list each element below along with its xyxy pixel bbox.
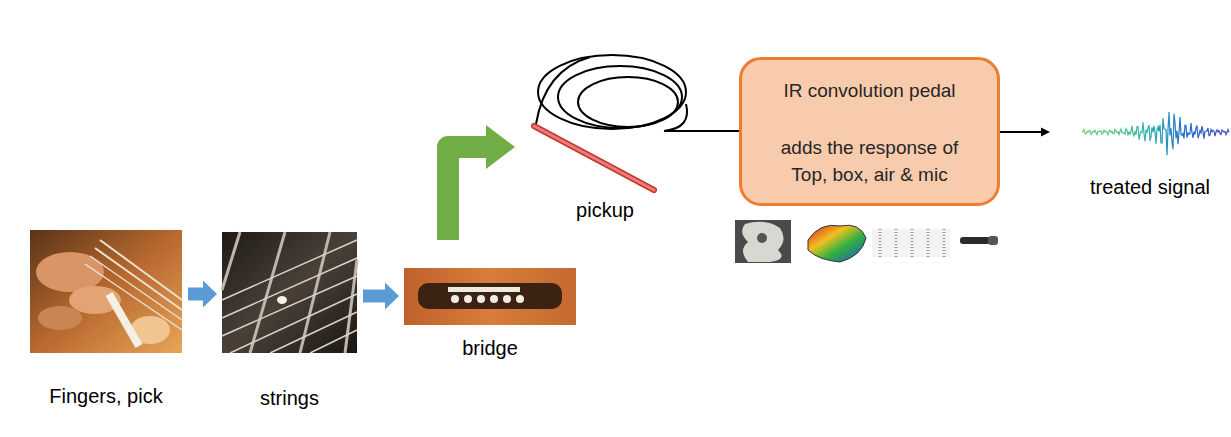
arrowhead xyxy=(385,283,399,310)
noise-ground xyxy=(872,229,950,257)
connector xyxy=(363,283,399,310)
fret-line xyxy=(222,232,240,290)
picture-node: bridge xyxy=(404,268,576,360)
connector-shaft xyxy=(1000,131,1042,133)
picture-node: pickup xyxy=(530,55,664,222)
box-title: IR convolution pedal xyxy=(767,77,972,104)
connector-shaft xyxy=(448,147,487,240)
cable-coil xyxy=(538,55,686,129)
connector xyxy=(188,281,217,308)
guitar-top-shape xyxy=(742,222,783,262)
string-line xyxy=(90,256,182,320)
pickup-bar xyxy=(534,126,654,190)
cable-tail xyxy=(664,104,687,131)
photo-ground xyxy=(222,232,357,353)
bridge-shape xyxy=(418,283,562,309)
cable-coil xyxy=(578,77,678,127)
strings-photo xyxy=(222,232,357,353)
fingers-photo xyxy=(30,230,182,353)
caption: treated signal xyxy=(1090,175,1210,199)
pickup-drawing xyxy=(534,55,687,190)
bridge-pin xyxy=(503,295,511,303)
cable-wire xyxy=(536,57,590,124)
bridge-photo xyxy=(404,268,576,325)
caption: bridge xyxy=(462,336,518,360)
string-line xyxy=(230,294,357,353)
bridge-pin xyxy=(464,295,472,303)
connector-shaft xyxy=(188,288,204,301)
cable-coil xyxy=(558,66,682,128)
string-line xyxy=(222,276,357,336)
saddle-shape xyxy=(448,287,520,292)
arrowhead xyxy=(1041,128,1050,137)
mic-body xyxy=(960,237,990,244)
fret-line xyxy=(345,260,357,353)
string-line xyxy=(222,258,357,318)
noise-dots xyxy=(927,229,930,257)
body-mode-icon xyxy=(808,225,866,262)
string-line xyxy=(270,312,357,353)
process-box: IR convolution pedal adds the response of… xyxy=(739,57,1000,206)
bridge-pin xyxy=(516,295,524,303)
inlay-dot xyxy=(277,296,287,304)
picture-node: Fingers, pick xyxy=(30,230,182,408)
noise-dots xyxy=(943,229,946,257)
pickup-bar xyxy=(534,126,654,190)
finger-shape xyxy=(38,306,82,330)
arrowhead xyxy=(203,281,217,308)
caption: strings xyxy=(260,386,319,410)
caption: Fingers, pick xyxy=(49,384,162,408)
caption: pickup xyxy=(576,198,634,222)
connector-shaft xyxy=(363,290,386,303)
bridge-pin xyxy=(451,295,459,303)
picture-node: treated signal xyxy=(1075,100,1225,199)
photo-ground xyxy=(30,230,182,353)
soundhole xyxy=(757,233,767,243)
noise-dots xyxy=(879,229,882,257)
noise-dots xyxy=(895,229,898,257)
guitar-top-icon xyxy=(735,220,791,263)
bridge-pin xyxy=(490,295,498,303)
bridge-pin xyxy=(477,295,485,303)
fret-line xyxy=(300,232,330,353)
noise-dots xyxy=(911,229,914,257)
arrowhead xyxy=(486,125,515,169)
connector-shaft xyxy=(664,130,739,132)
box-body: adds the response of Top, box, air & mic xyxy=(767,134,972,188)
string-line xyxy=(310,330,357,353)
microphone-icon xyxy=(960,236,998,245)
mode-shape xyxy=(808,225,866,262)
connector xyxy=(1000,128,1050,137)
nut-shape xyxy=(106,292,143,348)
photo-ground xyxy=(735,220,791,263)
air-noise-icon xyxy=(872,229,950,257)
string-line xyxy=(222,240,357,300)
photo-ground xyxy=(404,268,576,325)
connector xyxy=(448,125,515,240)
picture-node: strings xyxy=(222,232,357,410)
connector xyxy=(664,131,739,132)
mic-head xyxy=(988,236,998,245)
waveform xyxy=(1082,112,1229,155)
string-line xyxy=(85,264,182,330)
waveform-trace xyxy=(1082,112,1229,155)
